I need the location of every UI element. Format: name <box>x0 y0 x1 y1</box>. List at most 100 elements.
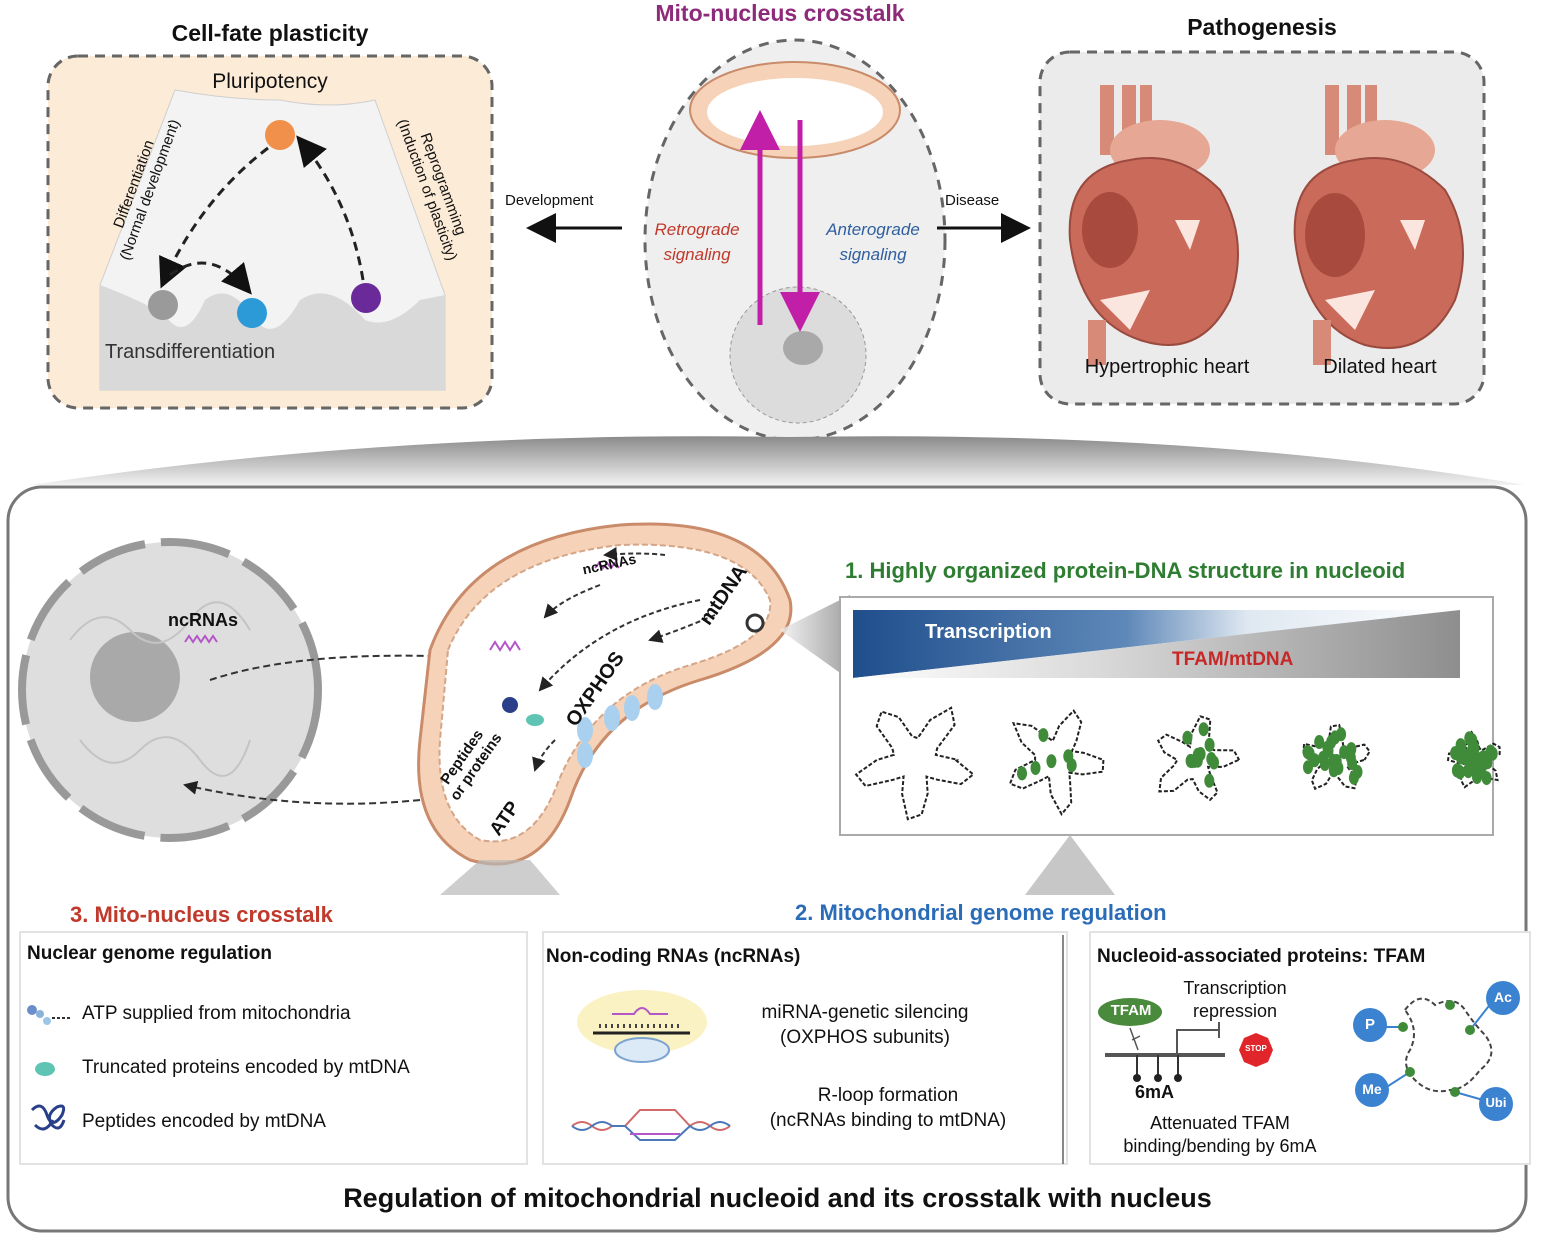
tfam-dot <box>1063 749 1074 764</box>
tfam-dot <box>1345 750 1356 765</box>
pluripotency-label: Pluripotency <box>212 70 328 93</box>
hypertrophic-heart-label: Hypertrophic heart <box>1084 356 1250 378</box>
pathogenesis-panel <box>1038 50 1486 406</box>
anterograde-label: Anterograde signaling <box>808 217 938 267</box>
tfam-dot <box>1485 744 1496 759</box>
tfam-caption-line1: Attenuated TFAM <box>1150 1113 1290 1133</box>
nucleoid-stage-4 <box>1302 723 1371 791</box>
repression-line1: Transcription <box>1183 978 1287 998</box>
transcription-label: Transcription <box>925 621 1052 643</box>
ptm-badge-ubi: Ubi <box>1485 1095 1507 1110</box>
rloop-line1: R-loop formation <box>817 1085 959 1106</box>
tfam-dot <box>1204 773 1215 788</box>
crosstalk-oval <box>526 38 1031 442</box>
stop-sign-icon <box>1239 1033 1273 1067</box>
nucleus-large <box>18 538 322 842</box>
tfam-dot <box>1030 761 1041 775</box>
tfam-caption-line2: binding/bending by 6mA <box>1123 1136 1317 1156</box>
hypertrophic-heart-icon <box>1068 85 1239 365</box>
section2-title: 2. Mitochondrial genome regulation <box>795 900 1167 925</box>
tfam-dot <box>1469 740 1480 755</box>
ptm-badge-ac: Ac <box>1494 989 1512 1005</box>
tfam-promoter-diagram <box>1098 998 1273 1082</box>
nucleoid-stage-1 <box>854 706 975 821</box>
tfam-gradient <box>853 610 1460 678</box>
mtdna-circle-icon <box>745 613 765 633</box>
r-loop-icon <box>571 1109 731 1141</box>
truncated-protein-icon <box>35 1062 55 1076</box>
tfam-dot <box>1481 771 1492 786</box>
tfam-dot <box>1455 765 1466 780</box>
tfam-dot <box>1348 770 1359 785</box>
tfam-dot <box>1182 730 1193 745</box>
pathogenesis-title: Pathogenesis <box>1187 14 1337 40</box>
tfam-dot <box>1198 722 1209 737</box>
tfam-mtdna-label: TFAM/mtDNA <box>1172 649 1294 670</box>
retrograde-label: Retrograde signaling <box>637 217 757 267</box>
nucleolus <box>90 632 180 722</box>
ptm-badge-p: P <box>1364 1016 1375 1033</box>
stop-sign-label: STOP <box>1245 1044 1267 1053</box>
tfam-dot <box>1475 759 1486 774</box>
tfam-dot <box>1463 764 1474 779</box>
tfam-dot <box>1314 735 1325 749</box>
tfam-dot <box>1323 743 1334 758</box>
anterograde-label-line2: signaling <box>839 245 907 264</box>
tfam-dot <box>1328 753 1338 768</box>
mitochondrion-large <box>417 522 793 866</box>
truncated-protein-icon-small <box>526 714 544 726</box>
zoom-wedge <box>30 436 1525 485</box>
tfam-caption: Attenuated TFAM binding/bending by 6mA <box>1090 1112 1350 1158</box>
retrograde-label-line2: signaling <box>663 245 731 264</box>
mirna-silencing-icon <box>577 990 707 1063</box>
anterograde-label-line1: Anterograde <box>826 220 920 239</box>
mirna-line1: miRNA-genetic silencing <box>761 1002 969 1023</box>
cell-fate-title: Cell-fate plasticity <box>171 20 369 46</box>
section1-title: 1. Highly organized protein-DNA structur… <box>845 558 1406 583</box>
peptide-icon <box>30 1104 66 1131</box>
tfam-dot <box>1204 737 1215 752</box>
repression-line2: repression <box>1192 1001 1278 1021</box>
tfam-dot <box>1309 753 1320 768</box>
tfam-dot <box>1455 750 1466 765</box>
atp-icon <box>27 1005 70 1025</box>
tfam-ptm-diagram <box>1353 981 1520 1121</box>
nucleoid-stage-3 <box>1156 715 1241 802</box>
tfam-badge-shape <box>1098 998 1162 1026</box>
ncrna-heading: Non-coding RNAs (ncRNAs) <box>546 946 801 967</box>
tfam-heading: Nucleoid-associated proteins: TFAM <box>1097 946 1426 967</box>
nuclear-item-peptides: Peptides encoded by mtDNA <box>82 1111 326 1132</box>
nucleus-ncrnas-label: ncRNAs <box>168 610 239 630</box>
pluripotent-cell <box>265 120 295 150</box>
nucleoid-stage-5 <box>1446 730 1501 789</box>
development-label: Development <box>505 192 594 209</box>
ncrna-item-mirna: miRNA-genetic silencing (OXPHOS subunits… <box>715 1000 1015 1050</box>
differentiated-cell-purple <box>351 283 381 313</box>
tfam-dot <box>1046 754 1057 769</box>
nuclear-genome-panel-bg <box>19 931 528 1165</box>
peptide-icon-small <box>502 697 518 713</box>
ncrna-item-rloop: R-loop formation (ncRNAs binding to mtDN… <box>728 1083 1048 1133</box>
tfam-dot <box>1456 740 1467 755</box>
tfam-dot <box>1302 745 1313 759</box>
transdifferentiation-label: Transdifferentiation <box>105 341 276 363</box>
rloop-line2: (ncRNAs binding to mtDNA) <box>769 1110 1007 1131</box>
tfam-dot <box>1209 755 1219 770</box>
mirna-line2: (OXPHOS subunits) <box>780 1027 950 1048</box>
dilated-heart-label: Dilated heart <box>1323 356 1437 378</box>
nucleoid-stages <box>854 706 1501 821</box>
crosstalk-title: Mito-nucleus crosstalk <box>655 0 905 26</box>
retrograde-label-line1: Retrograde <box>654 220 740 239</box>
tfam-dot <box>1464 731 1475 746</box>
nuclear-genome-heading: Nuclear genome regulation <box>27 943 272 964</box>
nuclear-item-truncated: Truncated proteins encoded by mtDNA <box>82 1057 410 1078</box>
ncrna-icon <box>184 634 218 644</box>
nucleoid-stage-2 <box>1008 709 1105 816</box>
tfam-dot <box>1038 728 1049 743</box>
ncrna-panel-bg <box>542 931 1068 1165</box>
dilated-heart-icon <box>1293 85 1464 365</box>
tfam-dot <box>1017 766 1027 781</box>
footer-title: Regulation of mitochondrial nucleoid and… <box>343 1183 1212 1213</box>
differentiated-cell-blue <box>237 298 267 328</box>
